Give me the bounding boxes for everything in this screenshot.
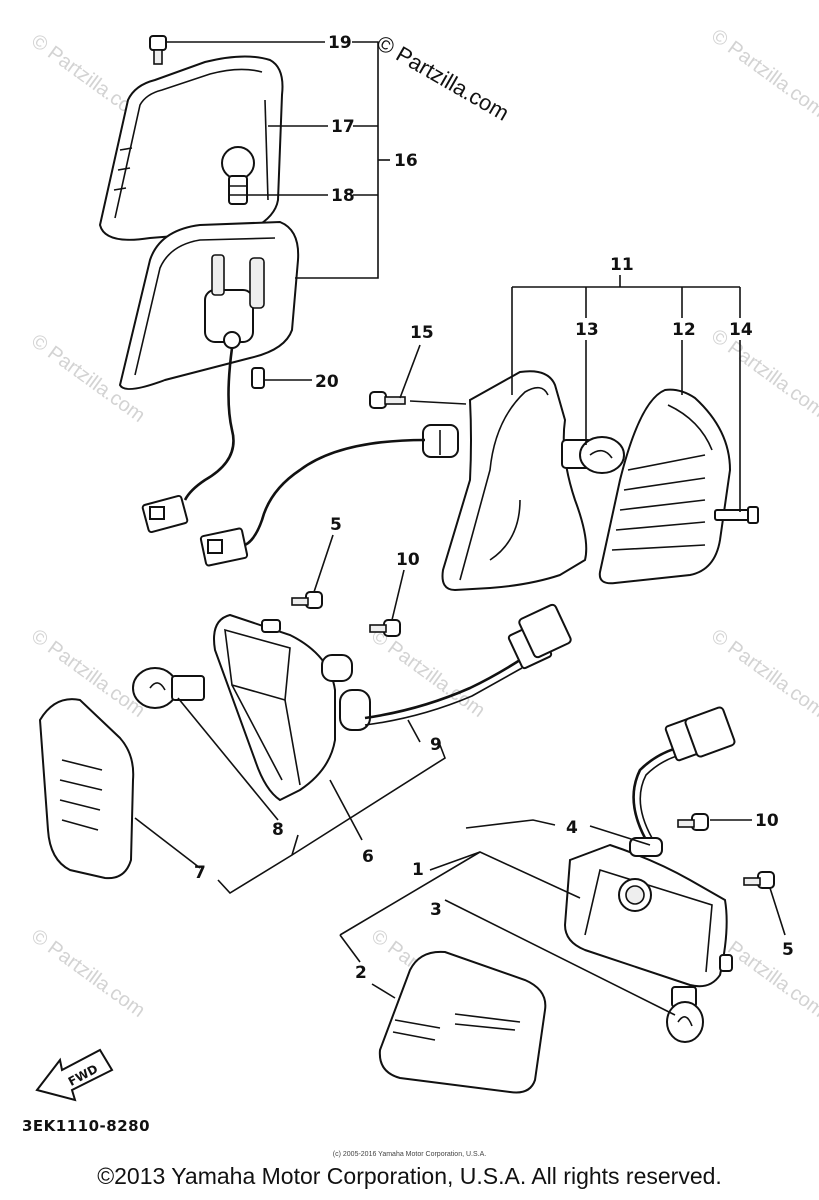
- front-flasher-body-6: [213, 613, 371, 802]
- callout-lines: [134, 41, 786, 1016]
- callout-10: 10: [396, 550, 420, 570]
- callout-17: 17: [331, 117, 355, 137]
- flasher-lens-2: [378, 950, 547, 1094]
- front-flasher-screw-5: [291, 591, 323, 609]
- callout-12: 12: [672, 320, 696, 340]
- front-flasher-screw-10: [369, 619, 401, 637]
- callout-5-lower: 5: [782, 940, 794, 960]
- flasher-screw-5-lower: [743, 871, 775, 889]
- rear-flasher-body-16: [118, 220, 300, 390]
- flasher-bulb-3: [666, 986, 704, 1043]
- copyright-notice: ©2013 Yamaha Motor Corporation, U.S.A. A…: [97, 1163, 722, 1189]
- callout-8: 8: [272, 820, 284, 840]
- front-flasher-bulb-8: [132, 667, 205, 709]
- callout-20: 20: [315, 372, 339, 392]
- callout-11: 11: [610, 255, 634, 275]
- rear-flasher-lens-17: [98, 55, 284, 241]
- flasher-lens-12: [598, 388, 732, 585]
- flasher-screw-15: [369, 391, 406, 409]
- rear-flasher-wire-left: [141, 347, 235, 534]
- callout-5: 5: [330, 515, 342, 535]
- front-flasher-lens-7: [38, 698, 135, 880]
- rear-flasher-screw-20: [251, 367, 265, 389]
- callout-19: 19: [328, 33, 352, 53]
- callout-13: 13: [575, 320, 599, 340]
- rear-flasher-screw-19: [149, 35, 167, 65]
- front-flasher-wire-9: [364, 603, 572, 726]
- callout-2: 2: [355, 963, 367, 983]
- fwd-arrow-icon: FWD: [35, 1048, 114, 1102]
- flasher-body-11: [422, 370, 588, 592]
- callout-4: 4: [566, 818, 578, 838]
- callout-14: 14: [729, 320, 753, 340]
- part-code: 3EK1110-8280: [22, 1117, 151, 1135]
- callout-3: 3: [430, 900, 442, 920]
- callout-9: 9: [430, 735, 442, 755]
- callout-numbers: 19 17 16 18 20 15 11 13 12 14 5 10 9 8 6…: [194, 33, 794, 983]
- callout-1: 1: [412, 860, 424, 880]
- callout-15: 15: [410, 323, 434, 343]
- callout-18: 18: [331, 186, 355, 206]
- flasher-screw-14: [714, 506, 759, 524]
- callout-10-lower: 10: [755, 811, 779, 831]
- flasher-screw-10-lower: [677, 813, 709, 831]
- callout-16: 16: [394, 151, 418, 171]
- rear-flasher-bulb-18: [221, 146, 255, 205]
- flasher-bulb-13: [561, 436, 625, 474]
- callout-7: 7: [194, 863, 206, 883]
- flasher-wire-4: [632, 706, 736, 839]
- flasher-wire-11: [199, 438, 426, 567]
- flasher-body-4: [563, 837, 733, 988]
- fine-print: (c) 2005-2016 Yamaha Motor Corporation, …: [332, 1151, 487, 1158]
- callout-6: 6: [362, 847, 374, 867]
